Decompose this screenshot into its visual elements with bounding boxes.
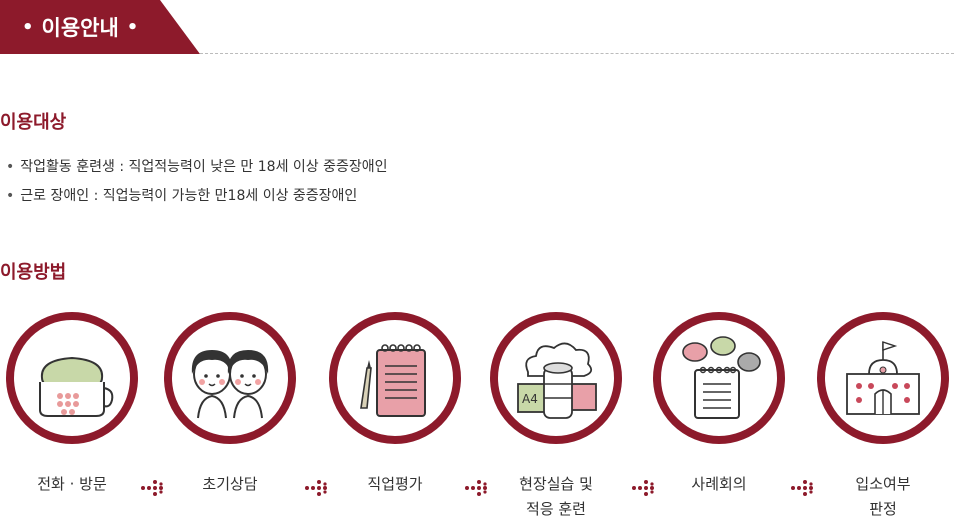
two-people-icon <box>191 350 269 419</box>
process-steps: 전화 · 방문 초기상담 <box>0 312 954 522</box>
header-divider <box>200 53 954 54</box>
arrow-right-icon <box>632 480 654 496</box>
step-label: 입소여부 판정 <box>855 475 911 518</box>
target-list: 작업활동 훈련생 : 직업적능력이 낮은 만 18세 이상 중증장애인 근로 장… <box>6 153 388 211</box>
step-label: 초기상담 <box>202 475 258 493</box>
section-title-target: 이용대상 <box>0 112 67 133</box>
bullet-dot-right: • <box>126 16 139 38</box>
telephone-icon <box>39 356 114 417</box>
step-circle-admission <box>817 312 949 444</box>
arrow-right-icon <box>791 480 813 496</box>
arrow-right-icon <box>465 480 487 496</box>
step-circle-phone <box>6 312 138 444</box>
section-title-method: 이용방법 <box>0 262 67 283</box>
step-label: 전화 · 방문 <box>37 475 107 493</box>
step-label: 사례회의 <box>691 475 747 493</box>
target-item: 근로 장애인 : 직업능력이 가능한 만18세 이상 중증장애인 <box>6 182 388 211</box>
page-header-tab: • 이용안내 • <box>0 0 200 54</box>
arrow-right-icon <box>305 480 327 496</box>
school-building-icon <box>846 341 920 415</box>
box-label-a4: A4 <box>522 392 538 406</box>
step-label: 직업평가 <box>367 475 423 493</box>
target-item: 작업활동 훈련생 : 직업적능력이 낮은 만 18세 이상 중증장애인 <box>6 153 387 182</box>
notepad-pencil-icon <box>360 344 426 417</box>
bullet-dot-left: • <box>22 16 34 38</box>
arrow-right-icon <box>141 480 163 496</box>
step-circle-evaluation <box>329 312 461 444</box>
page-title: 이용안내 <box>41 16 119 40</box>
step-label: 현장실습 및 적응 훈련 <box>519 475 593 518</box>
meeting-notes-icon <box>682 336 761 419</box>
step-circle-training: A4 <box>490 312 622 444</box>
step-circle-consult <box>164 312 296 444</box>
step-circle-case-meeting <box>653 312 785 444</box>
paper-stack-icon: A4 <box>517 342 597 419</box>
